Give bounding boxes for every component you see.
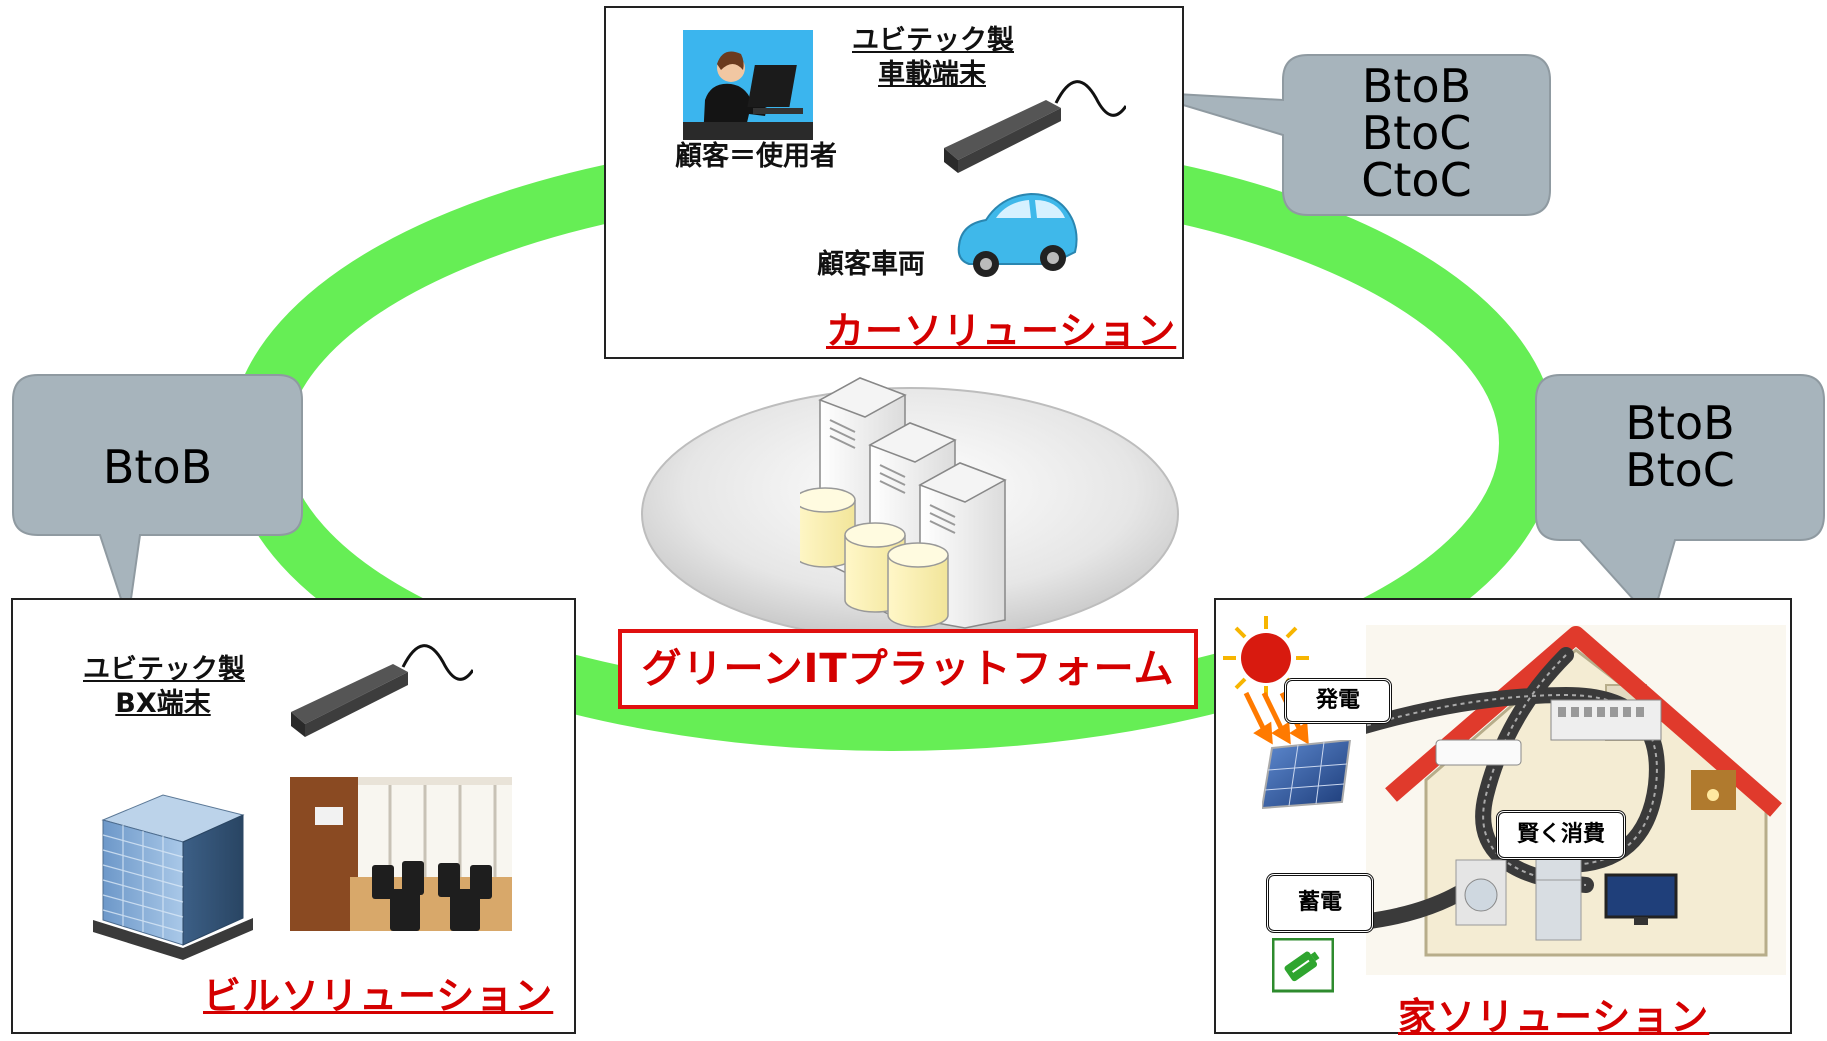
car-icon: [957, 192, 1078, 277]
car-device-label: ユビテック製 車載端末: [852, 24, 1014, 92]
car-bubble-shape: [1139, 54, 1551, 216]
platform-label: グリーンITプラットフォーム: [641, 646, 1175, 692]
car-bubble-line: BtoC: [1361, 106, 1472, 160]
car-device-label-line2: 車載端末: [878, 58, 986, 90]
bx-terminal-icon: [291, 644, 473, 737]
building-device-label-line2: BX端末: [115, 687, 211, 719]
car-bubble-line: BtoB: [1361, 59, 1472, 113]
platform-label-box: グリーンITプラットフォーム: [618, 629, 1198, 709]
car-solution-panel: 顧客＝使用者 ユビテック製 車載端末 顧客車両 カーソリューション: [604, 6, 1184, 359]
battery-icon: [1272, 938, 1334, 993]
building-bubble-shape: [12, 374, 303, 621]
server-cluster-icon: [800, 377, 1007, 629]
home-solution-title: 家ソリューション: [1398, 995, 1710, 1039]
building-bubble-line: BtoB: [102, 440, 213, 494]
storage-label: 蓄電: [1266, 873, 1374, 933]
home-bubble: BtoB BtoC: [1536, 400, 1824, 494]
home-bubble-shape: [1535, 374, 1825, 623]
home-bubble-line: BtoC: [1625, 443, 1735, 497]
generate-label: 発電: [1284, 678, 1392, 724]
vehicle-label: 顧客車両: [817, 249, 925, 280]
building-bubble: BtoB: [13, 444, 302, 491]
building-device-label-line1: ユビテック製: [83, 654, 245, 685]
customer-label: 顧客＝使用者: [675, 141, 837, 172]
building-solution-panel: ユビテック製 BX端末: [11, 598, 576, 1034]
consume-label: 賢く消費: [1496, 810, 1626, 860]
car-bubble-line: CtoC: [1361, 153, 1472, 207]
house-icon: [1366, 625, 1786, 975]
car-bubble: BtoB BtoC CtoC: [1283, 63, 1550, 204]
office-building-icon: [93, 794, 253, 960]
home-bubble-line: BtoB: [1625, 396, 1735, 450]
meeting-room-photo: [290, 777, 512, 931]
building-device-label: ユビテック製 BX端末: [83, 653, 245, 721]
building-solution-title: ビルソリューション: [203, 974, 554, 1018]
person-computer-icon: [683, 30, 813, 140]
home-solution-panel: 発電 蓄電 賢く消費 家ソリューション: [1214, 598, 1792, 1039]
car-terminal-icon: [944, 80, 1126, 173]
solar-panel-icon: [1262, 740, 1352, 810]
car-solution-title: カーソリューション: [826, 309, 1177, 353]
car-device-label-line1: ユビテック製: [852, 25, 1014, 56]
